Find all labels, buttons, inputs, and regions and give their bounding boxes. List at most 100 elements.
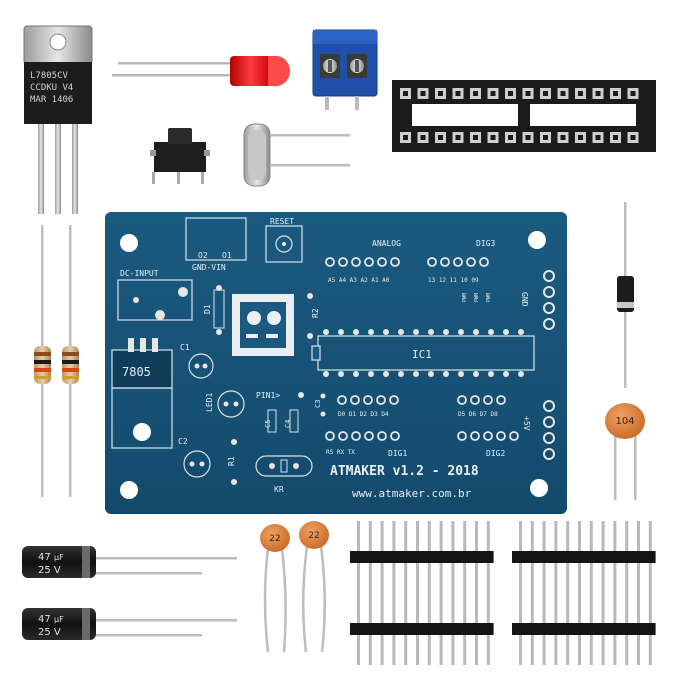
pcb-pad xyxy=(479,257,489,267)
screw-terminal xyxy=(312,29,378,110)
ic-socket xyxy=(392,80,656,152)
ic-pad xyxy=(443,371,449,377)
pcb-pad xyxy=(376,395,386,405)
pin-headers xyxy=(350,521,656,665)
pin-header-strip xyxy=(512,593,656,665)
pcb-brand: ATMAKER v1.2 - 2018 xyxy=(330,464,479,479)
ceramic-capacitor-104: 104 xyxy=(605,403,645,500)
label-analog: ANALOG xyxy=(372,239,401,248)
ic-pad xyxy=(473,329,479,335)
ceramic-22a-label: 22 xyxy=(269,534,280,544)
ic-pad xyxy=(398,329,404,335)
pcb-pad xyxy=(325,257,335,267)
pcb-pad xyxy=(364,431,374,441)
pcb-pad xyxy=(377,257,387,267)
label-d1: D1 xyxy=(203,304,212,314)
regulator-marking-1: L7805CV xyxy=(30,71,69,81)
pcb-pad xyxy=(337,395,347,405)
electrolytic-capacitor-2: 47 μF 25 V xyxy=(22,608,237,640)
ic-pad xyxy=(338,329,344,335)
label-reset: RESET xyxy=(270,217,294,226)
label-7805: 7805 xyxy=(122,365,151,379)
regulator-marking-3: MAR 1406 xyxy=(30,95,73,105)
pcb-pad xyxy=(496,431,506,441)
resistor-left-1 xyxy=(34,225,51,497)
ic-pad xyxy=(398,371,404,377)
electrolytic-capacitor-1: 47 μF 25 V xyxy=(22,546,237,578)
elec1-value: 47 xyxy=(38,552,51,563)
elec2-voltage: 25 V xyxy=(38,627,61,638)
pin-header-strip xyxy=(350,521,494,593)
pcb-pad xyxy=(509,431,519,441)
ic-pad xyxy=(488,371,494,377)
pcb-pad xyxy=(440,257,450,267)
ic-pad xyxy=(488,329,494,335)
ic-pad xyxy=(323,371,329,377)
pcb-pad xyxy=(453,257,463,267)
pcb-pad xyxy=(377,431,387,441)
ic-pad xyxy=(503,329,509,335)
regulator-marking-2: CCDKU V4 xyxy=(30,83,73,93)
resistor-left-2 xyxy=(62,225,79,497)
pcb-pad xyxy=(483,395,493,405)
ic-pad xyxy=(518,329,524,335)
ic-pad xyxy=(473,371,479,377)
ic-pad xyxy=(428,329,434,335)
label-c4: C4 xyxy=(284,420,292,428)
pin-header-strip xyxy=(512,521,656,593)
pcb-pad xyxy=(325,431,335,441)
label-pwm-1: PWM xyxy=(462,293,468,302)
label-dc-input: DC-INPUT xyxy=(120,269,159,278)
elec2-value: 47 xyxy=(38,614,51,625)
pcb-pad xyxy=(350,395,360,405)
pcb-pad xyxy=(364,257,374,267)
label-o2: O2 xyxy=(198,251,208,260)
pcb-regulator-footprint: 7805 xyxy=(111,338,173,449)
ic-pad xyxy=(338,371,344,377)
ceramic-22b-label: 22 xyxy=(308,531,319,541)
ic-pad xyxy=(368,371,374,377)
pcb-pad xyxy=(390,257,400,267)
pcb-url: www.atmaker.com.br xyxy=(352,487,472,500)
ic-pad xyxy=(428,371,434,377)
elec1-unit: μF xyxy=(54,553,64,562)
label-kr: KR xyxy=(274,485,284,494)
label-c1: C1 xyxy=(180,343,190,352)
ic-pad xyxy=(458,371,464,377)
label-rs-rx-tx: RS RX TX xyxy=(326,449,355,456)
red-led xyxy=(112,56,290,86)
pcb-pad xyxy=(338,431,348,441)
ic-pad xyxy=(368,329,374,335)
push-button xyxy=(150,128,210,184)
label-pin1: PIN1> xyxy=(256,391,280,400)
label-dig3-pins: 13 12 11 10 09 xyxy=(428,277,479,284)
ic-pad xyxy=(413,371,419,377)
label-gnd: GND xyxy=(520,292,529,307)
ic-pad xyxy=(383,371,389,377)
pcb-pad xyxy=(390,431,400,441)
pcb-pad xyxy=(351,431,361,441)
crystal-oscillator xyxy=(243,123,350,187)
label-ic1: IC1 xyxy=(412,348,432,361)
pcb-pad xyxy=(466,257,476,267)
pcb-pad xyxy=(427,257,437,267)
ic-pad xyxy=(383,329,389,335)
pcb-pad xyxy=(457,395,467,405)
pcb-pad xyxy=(363,395,373,405)
label-analog-pins: A5 A4 A3 A2 A1 A0 xyxy=(328,277,390,284)
ic-pad xyxy=(413,329,419,335)
pin-header-strip xyxy=(350,593,494,665)
label-gnd-vin: GND-VIN xyxy=(192,263,226,272)
pcb-pad xyxy=(470,395,480,405)
elec1-voltage: 25 V xyxy=(38,565,61,576)
ic-pad xyxy=(353,371,359,377)
label-c3: C3 xyxy=(314,400,322,408)
pcb-pad xyxy=(389,395,399,405)
pcb-pad xyxy=(470,431,480,441)
ic-pad xyxy=(323,329,329,335)
label-dig3: DIG3 xyxy=(476,239,495,248)
label-c2: C2 xyxy=(178,437,188,446)
pcb-pad xyxy=(496,395,506,405)
pcb-pad xyxy=(457,431,467,441)
